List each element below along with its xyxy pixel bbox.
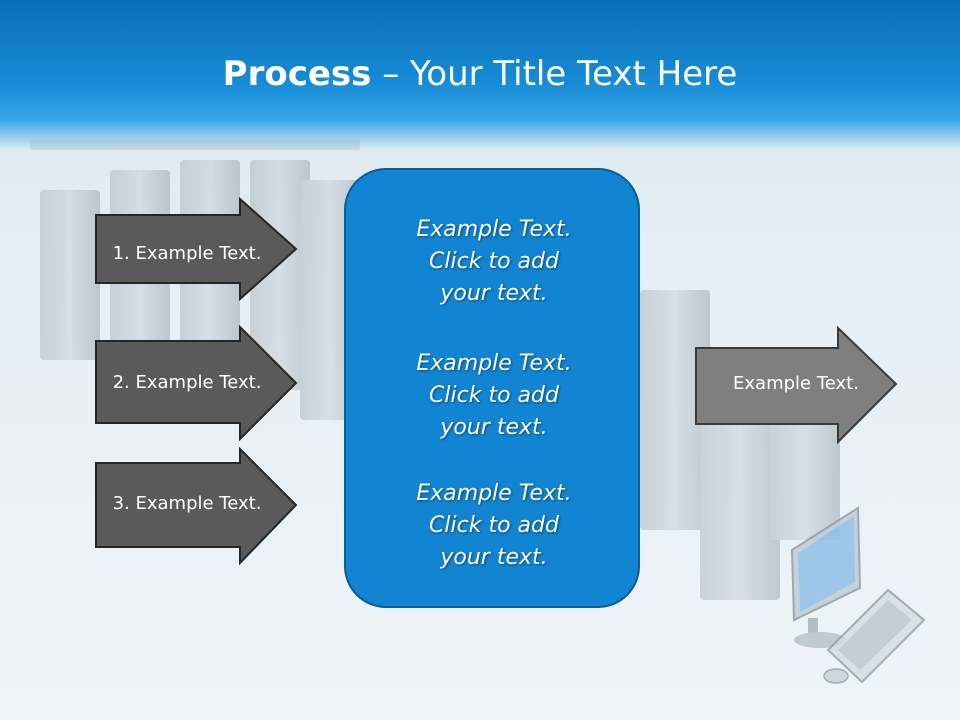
arrow-label-2[interactable]: 2. Example Text. bbox=[112, 372, 262, 393]
title-separator: – bbox=[371, 54, 411, 94]
center-text-block-1: Example Text. Click to add your text. bbox=[346, 214, 642, 310]
center-text-line: Example Text. bbox=[416, 351, 572, 376]
arrow-shape-3 bbox=[95, 447, 298, 565]
title-rest: Your Title Text Here bbox=[410, 54, 738, 94]
arrow-shape-2 bbox=[95, 325, 298, 441]
arrow-shape-1 bbox=[95, 197, 298, 301]
center-text-line: Click to add bbox=[429, 513, 559, 538]
arrow-label-3[interactable]: 3. Example Text. bbox=[112, 493, 262, 514]
keyboard-icon bbox=[823, 588, 926, 684]
slide-title: Process – Your Title Text Here bbox=[0, 52, 960, 96]
center-text-line: Click to add bbox=[429, 249, 559, 274]
center-text-line: your text. bbox=[440, 415, 548, 440]
center-text-line: Click to add bbox=[429, 383, 559, 408]
arrow-shape-right bbox=[695, 326, 898, 444]
center-text-block-2: Example Text. Click to add your text. bbox=[346, 348, 642, 444]
center-text-box[interactable]: Example Text. Click to add your text. Ex… bbox=[344, 168, 640, 608]
center-text-line: Example Text. bbox=[416, 217, 572, 242]
center-text-line: your text. bbox=[440, 281, 548, 306]
arrow-label-right[interactable]: Example Text. bbox=[733, 373, 859, 394]
center-text-block-3: Example Text. Click to add your text. bbox=[346, 478, 642, 574]
header-bar bbox=[0, 0, 960, 150]
monitor-icon bbox=[790, 506, 862, 648]
center-text-line: your text. bbox=[440, 545, 548, 570]
arrow-label-1[interactable]: 1. Example Text. bbox=[112, 243, 262, 264]
title-bold: Process bbox=[222, 54, 372, 94]
center-text-line: Example Text. bbox=[416, 481, 572, 506]
